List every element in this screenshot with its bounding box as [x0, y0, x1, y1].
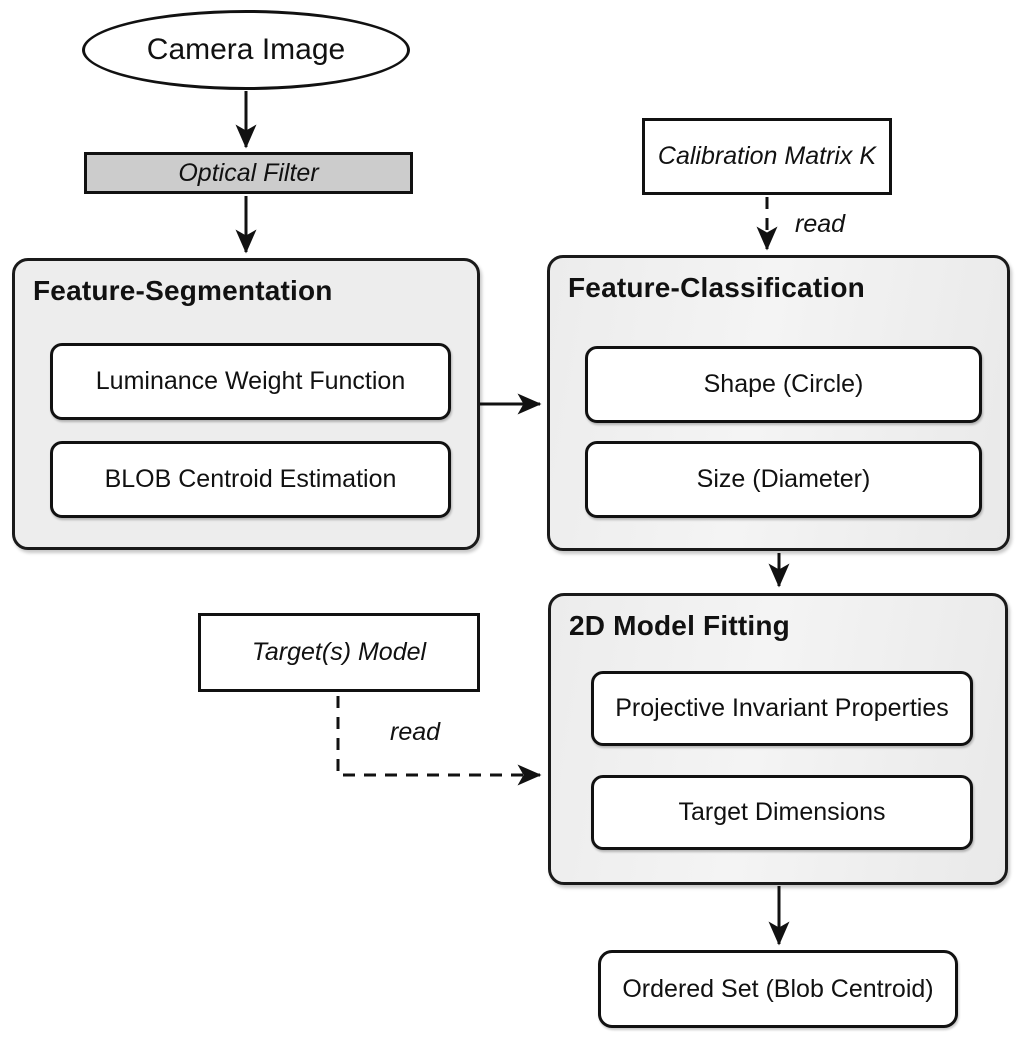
calibration-matrix-label: Calibration Matrix K — [657, 142, 877, 170]
luminance-weight-function-box: Luminance Weight Function — [50, 343, 451, 420]
read-label-calibration: read — [795, 210, 846, 238]
target-dimensions-box: Target Dimensions — [591, 775, 973, 850]
camera-image-label: Camera Image — [146, 33, 346, 66]
projective-invariant-properties-box: Projective Invariant Properties — [591, 671, 973, 746]
shape-circle-label: Shape (Circle) — [703, 370, 864, 398]
targets-model-node: Target(s) Model — [198, 613, 480, 692]
blob-centroid-estimation-box: BLOB Centroid Estimation — [50, 441, 451, 518]
model-fitting-title: 2D Model Fitting — [569, 610, 790, 641]
read-label-target-model: read — [390, 718, 441, 746]
size-diameter-box: Size (Diameter) — [585, 441, 982, 518]
optical-filter-label: Optical Filter — [178, 158, 319, 187]
model-fitting-group: 2D Model Fitting Projective Invariant Pr… — [548, 593, 1008, 885]
ordered-set-node: Ordered Set (Blob Centroid) — [598, 950, 958, 1028]
camera-image-node: Camera Image — [82, 10, 410, 90]
target-dimensions-label: Target Dimensions — [678, 798, 886, 826]
size-diameter-label: Size (Diameter) — [696, 465, 871, 493]
feature-segmentation-title: Feature-Segmentation — [33, 275, 333, 306]
feature-classification-title: Feature-Classification — [568, 272, 865, 303]
projective-invariant-properties-label: Projective Invariant Properties — [615, 694, 949, 722]
blob-centroid-estimation-label: BLOB Centroid Estimation — [104, 465, 397, 493]
calibration-matrix-node: Calibration Matrix K — [642, 118, 892, 195]
shape-circle-box: Shape (Circle) — [585, 346, 982, 423]
luminance-weight-function-label: Luminance Weight Function — [95, 367, 406, 395]
feature-classification-group: Feature-Classification Shape (Circle) Si… — [547, 255, 1010, 551]
optical-filter-node: Optical Filter — [84, 152, 413, 194]
feature-segmentation-group: Feature-Segmentation Luminance Weight Fu… — [12, 258, 480, 550]
ordered-set-label: Ordered Set (Blob Centroid) — [622, 974, 934, 1003]
targets-model-label: Target(s) Model — [251, 638, 427, 666]
